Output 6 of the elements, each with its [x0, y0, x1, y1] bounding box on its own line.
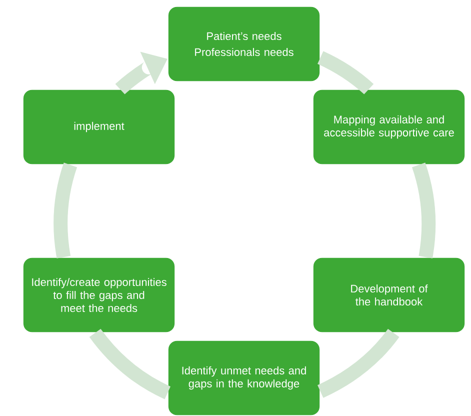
- process-box: Patient’s needs Professionals needs: [168, 6, 320, 82]
- process-box: Identify unmet needs and gaps in the knowledge: [168, 340, 320, 416]
- process-box: Identify/create opportunities to fill the gaps and meet the needs: [22, 257, 176, 333]
- process-box: implement: [22, 89, 176, 165]
- process-box: Mapping available and accessible supportive care: [312, 89, 466, 165]
- process-box: Development of the handbook: [312, 257, 466, 333]
